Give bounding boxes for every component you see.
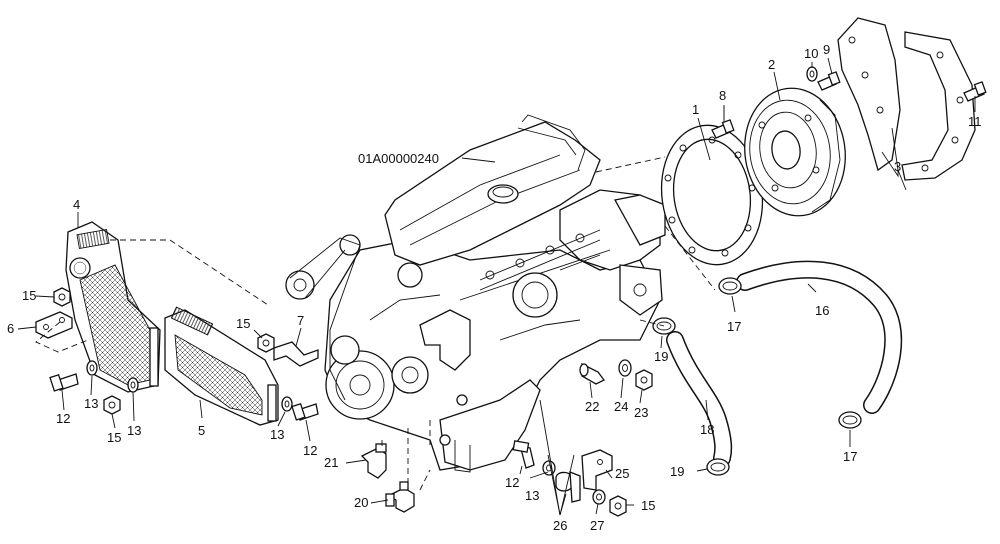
callout-12-bottom: 12 (505, 475, 519, 490)
part-12-bolt-bottom (512, 440, 535, 469)
part-12-bolt-mid (291, 402, 319, 421)
callout-labels: 01A00000240 1 2 3 4 5 6 7 8 9 10 11 12 1… (7, 42, 982, 533)
engine-assembly (285, 114, 666, 473)
callout-11: 11 (968, 114, 982, 129)
leader-lines (17, 57, 976, 516)
callout-15-bottom: 15 (641, 498, 655, 513)
callout-2: 2 (768, 57, 775, 72)
callout-12-mid: 12 (303, 443, 317, 458)
part-13-washer-left2 (127, 377, 139, 393)
callout-21: 21 (324, 455, 338, 470)
part-3-cover-plates (837, 17, 976, 181)
callout-1: 1 (692, 102, 699, 117)
part-2-flywheel (744, 87, 846, 217)
oil-pan (439, 379, 541, 471)
part-1-gasket-ring (660, 124, 764, 266)
part-7-bracket (273, 341, 319, 367)
turbo-housing (512, 272, 558, 318)
engine-block (324, 239, 661, 471)
callout-23: 23 (634, 405, 648, 420)
callout-16: 16 (815, 303, 829, 318)
part-20-elbow-fitting (385, 481, 415, 513)
callout-10: 10 (804, 46, 818, 61)
part-24-washer (618, 359, 632, 377)
callout-4: 4 (73, 197, 80, 212)
callout-20: 20 (354, 495, 368, 510)
part-16-hose (736, 260, 903, 414)
part-15-nut-bottom (609, 495, 627, 517)
part-4-belt-guard (65, 221, 161, 393)
callout-18: 18 (700, 422, 714, 437)
callout-13-bottom: 13 (525, 488, 539, 503)
part-17-clamp-upper (718, 277, 742, 295)
callout-17-upper: 17 (727, 319, 741, 334)
part-18-hose (666, 331, 733, 467)
part-26-clamp (555, 471, 581, 503)
callout-19-lower: 19 (670, 464, 684, 479)
callout-9: 9 (823, 42, 830, 57)
callout-13-left2: 13 (127, 423, 141, 438)
part-17-clamp-lower (838, 411, 862, 429)
part-19-clamp-lower (706, 458, 730, 476)
callout-13-left: 13 (84, 396, 98, 411)
callout-12-left: 12 (56, 411, 70, 426)
callout-7: 7 (297, 313, 304, 328)
part-27-washer (592, 489, 606, 505)
callout-27: 27 (590, 518, 604, 533)
part-15-nut-left (103, 395, 121, 415)
part-21-elbow-fitting (360, 443, 387, 479)
part-13-washer-mid (281, 396, 293, 412)
callout-22: 22 (585, 399, 599, 414)
part-9-bolt (817, 71, 841, 91)
callout-17-lower: 17 (843, 449, 857, 464)
callout-26: 26 (553, 518, 567, 533)
engine-lifting-pipe (521, 114, 586, 171)
exhaust-elbow (419, 309, 471, 371)
part-15-nut-mid (257, 333, 275, 353)
callout-15-mid: 15 (236, 316, 250, 331)
part-11-bolt (963, 81, 987, 102)
callout-15-topleft: 15 (22, 288, 36, 303)
part-5-lower-guard (164, 306, 279, 426)
part-12-bolt-left (49, 373, 79, 392)
part-13-washer-left (86, 360, 98, 376)
part-8-bolt (711, 119, 735, 139)
callout-13-mid: 13 (270, 427, 284, 442)
callout-24: 24 (614, 399, 628, 414)
callout-6: 6 (7, 321, 14, 336)
alignment-lines (35, 156, 716, 491)
callout-5: 5 (198, 423, 205, 438)
part-25-bracket (581, 449, 613, 491)
front-pulleys (285, 234, 429, 420)
callout-19-upper: 19 (654, 349, 668, 364)
callout-25: 25 (615, 466, 629, 481)
assembly-code-label: 01A00000240 (358, 151, 439, 166)
oil-filler-cap (487, 184, 519, 204)
callout-3: 3 (894, 159, 901, 174)
callout-15-left: 15 (107, 430, 121, 445)
part-10-washer (806, 66, 818, 82)
part-6-bracket (35, 311, 73, 339)
part-23-plug (635, 369, 653, 391)
part-22-nipple (579, 362, 605, 385)
callout-8: 8 (719, 88, 726, 103)
part-15-nut-topleft (53, 287, 71, 307)
